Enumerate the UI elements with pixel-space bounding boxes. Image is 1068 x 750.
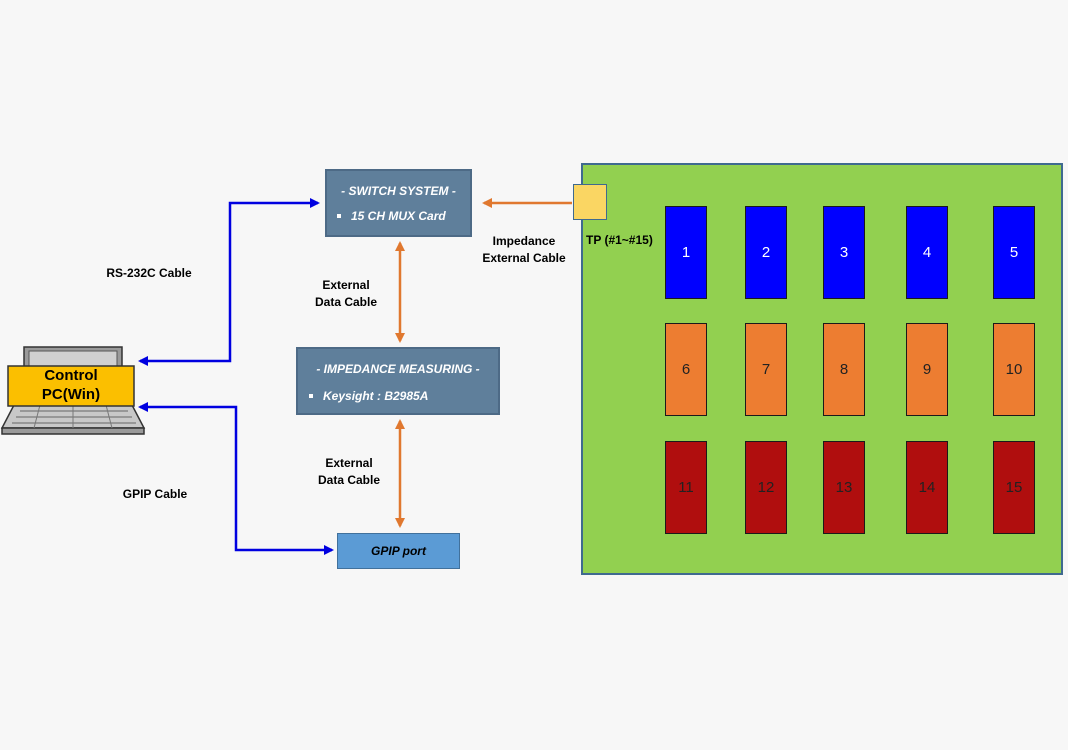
gpip-cable-label: GPIP Cable [122, 487, 188, 501]
channel-11: 11 [665, 441, 707, 534]
control-pc-label: Control PC(Win) [8, 366, 134, 406]
tp-connector [573, 184, 607, 220]
channel-13: 13 [823, 441, 865, 534]
pc-label-line2: PC(Win) [41, 386, 101, 403]
impedance-measuring-title: - IMPEDANCE MEASURING - [316, 362, 480, 376]
channel-10: 10 [993, 323, 1035, 416]
channel-9: 9 [906, 323, 948, 416]
impedance-external-cable-line2: External Cable [482, 251, 566, 265]
gpip-port-box: GPIP port [337, 533, 460, 569]
ext-data-cable-1-line1: External [322, 278, 370, 292]
rs232-cable-label: RS-232C Cable [106, 266, 192, 280]
ext-data-cable-2-line1: External [325, 456, 373, 470]
laptop-icon [0, 346, 146, 435]
impedance-measuring-item: Keysight : B2985A [323, 389, 429, 403]
gpip-cable-line [138, 402, 334, 555]
impedance-external-cable-label: Impedance External Cable [474, 233, 574, 267]
channel-6: 6 [665, 323, 707, 416]
switch-system-item: 15 CH MUX Card [351, 209, 446, 223]
rs232-cable-line [138, 198, 320, 366]
impedance-measuring-bullet: Keysight : B2985A [309, 389, 428, 403]
ext-data-cable-1-line2: Data Cable [314, 295, 378, 309]
switch-system-box: - SWITCH SYSTEM - 15 CH MUX Card [325, 169, 472, 237]
channel-12: 12 [745, 441, 787, 534]
channel-8: 8 [823, 323, 865, 416]
test-board: 1 2 3 4 5 6 7 8 9 10 11 12 13 14 15 [581, 163, 1063, 575]
channel-14: 14 [906, 441, 948, 534]
impedance-external-cable-line1: Impedance [492, 234, 556, 248]
bullet-icon [337, 214, 341, 218]
channel-5: 5 [993, 206, 1035, 299]
channel-7: 7 [745, 323, 787, 416]
channel-4: 4 [906, 206, 948, 299]
impedance-measuring-box: - IMPEDANCE MEASURING - Keysight : B2985… [296, 347, 500, 415]
gpip-port-label: GPIP port [371, 544, 426, 558]
ext-data-cable-2-line2: Data Cable [317, 473, 381, 487]
ext-data-cable-2-label: External Data Cable [308, 455, 390, 489]
channel-15: 15 [993, 441, 1035, 534]
tp-label: TP (#1~#15) [586, 233, 653, 247]
channel-2: 2 [745, 206, 787, 299]
switch-system-bullet: 15 CH MUX Card [337, 209, 446, 223]
pc-label-line1: Control [44, 367, 98, 384]
ext-data-cable-1-label: External Data Cable [306, 277, 386, 311]
bullet-icon [309, 394, 313, 398]
channel-1: 1 [665, 206, 707, 299]
switch-system-title: - SWITCH SYSTEM - [341, 184, 456, 198]
channel-3: 3 [823, 206, 865, 299]
